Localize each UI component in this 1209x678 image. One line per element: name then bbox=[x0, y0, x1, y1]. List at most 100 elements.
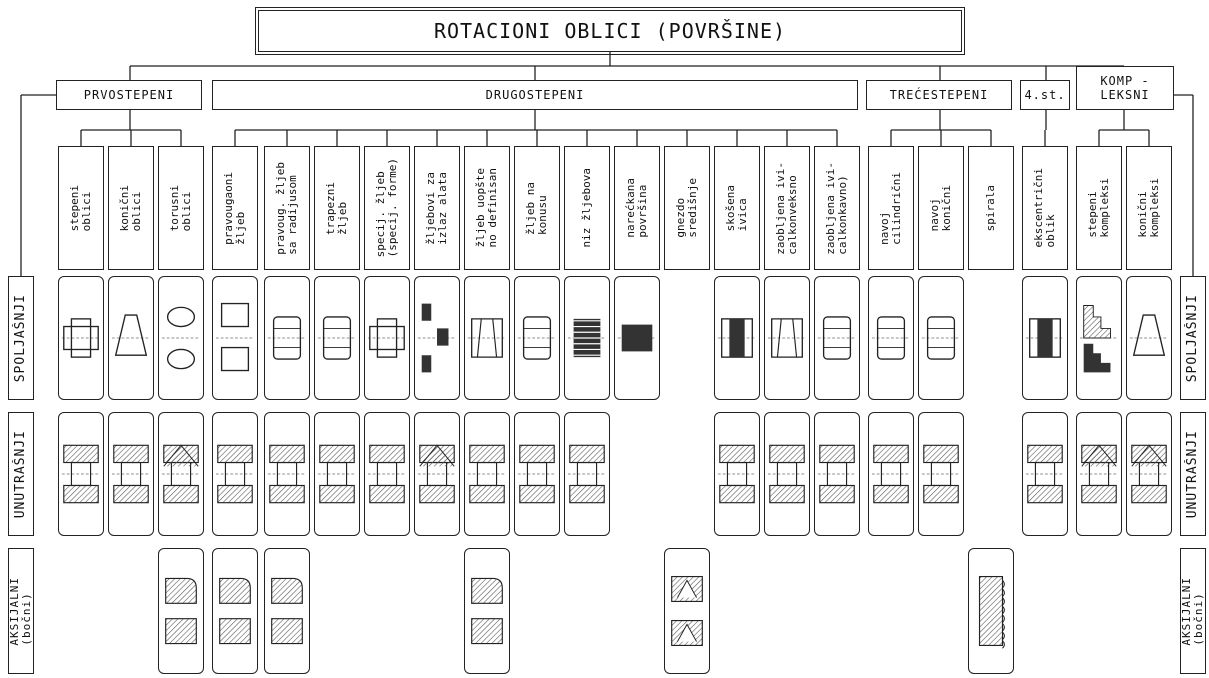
shape-drawing bbox=[565, 413, 609, 535]
shape-cell-aksijalni bbox=[664, 548, 710, 674]
column-header-label: zaobljena ivi- calkonkavno) bbox=[825, 162, 849, 255]
shape-drawing bbox=[365, 277, 409, 399]
column-header-label: stepeni oblici bbox=[69, 185, 93, 231]
shape-drawing bbox=[1127, 277, 1171, 399]
column-header-label: niz žljebova bbox=[581, 168, 593, 247]
shape-drawing bbox=[315, 277, 359, 399]
level-drugostepeni: DRUGOSTEPENI bbox=[212, 80, 858, 110]
shape-cell-spoljasnji bbox=[514, 276, 560, 400]
shape-drawing bbox=[1023, 413, 1067, 535]
column-header-label: navoj konični bbox=[929, 185, 953, 231]
shape-cell-spoljasnji bbox=[564, 276, 610, 400]
row-label-text: UNUTRAŠNJI bbox=[14, 430, 28, 518]
shape-drawing bbox=[265, 277, 309, 399]
column-header-label: žljebovi za izlaz alata bbox=[425, 172, 449, 245]
column-header: stepeni oblici bbox=[58, 146, 104, 270]
shape-cell-aksijalni bbox=[968, 548, 1014, 674]
shape-drawing bbox=[1077, 413, 1121, 535]
column-header: spirala bbox=[968, 146, 1014, 270]
shape-drawing bbox=[109, 413, 153, 535]
shape-cell-unutrasnji bbox=[918, 412, 964, 536]
column-header-label: pravougaoni žljeb bbox=[223, 172, 247, 245]
row-label-spoljasnji-left: SPOLJAŠNJI bbox=[8, 276, 34, 400]
shape-cell-spoljasnji bbox=[158, 276, 204, 400]
shape-drawing bbox=[213, 277, 257, 399]
shape-cell-spoljasnji bbox=[314, 276, 360, 400]
row-label-text: SPOLJAŠNJI bbox=[1186, 294, 1200, 382]
column-header-label: trapezni žljeb bbox=[325, 182, 349, 235]
shape-cell-spoljasnji bbox=[414, 276, 460, 400]
shape-cell-unutrasnji bbox=[314, 412, 360, 536]
shape-cell-unutrasnji bbox=[1126, 412, 1172, 536]
shape-cell-unutrasnji bbox=[264, 412, 310, 536]
shape-drawing bbox=[765, 277, 809, 399]
shape-cell-spoljasnji bbox=[464, 276, 510, 400]
column-header-label: konični kompleksi bbox=[1137, 178, 1161, 238]
column-header: stepeni kompleksi bbox=[1076, 146, 1122, 270]
shape-cell-unutrasnji bbox=[1022, 412, 1068, 536]
diagram-title: ROTACIONI OBLICI (POVRŠINE) bbox=[258, 10, 962, 52]
row-label-spoljasnji-right: SPOLJAŠNJI bbox=[1180, 276, 1206, 400]
column-header: žljebovi za izlaz alata bbox=[414, 146, 460, 270]
shape-drawing bbox=[765, 413, 809, 535]
shape-drawing bbox=[815, 413, 859, 535]
shape-drawing bbox=[615, 277, 659, 399]
row-label-text: UNUTRAŠNJI bbox=[1186, 430, 1200, 518]
shape-cell-spoljasnji bbox=[108, 276, 154, 400]
shape-drawing bbox=[465, 413, 509, 535]
column-header: trapezni žljeb bbox=[314, 146, 360, 270]
shape-cell-aksijalni bbox=[464, 548, 510, 674]
shape-drawing bbox=[265, 413, 309, 535]
shape-cell-unutrasnji bbox=[158, 412, 204, 536]
row-label-aksijalni-right: AKSIJALNI (bočni) bbox=[1180, 548, 1206, 674]
column-header-label: zaobljena ivi- calkonveksno bbox=[775, 162, 799, 255]
column-header-label: spirala bbox=[985, 185, 997, 231]
column-header: niz žljebova bbox=[564, 146, 610, 270]
shape-cell-unutrasnji bbox=[814, 412, 860, 536]
level-cetvrtostepeni: 4.st. bbox=[1020, 80, 1070, 110]
column-header-label: narećkana površina bbox=[625, 178, 649, 238]
shape-drawing bbox=[465, 277, 509, 399]
column-header-label: torusni oblici bbox=[169, 185, 193, 231]
shape-drawing bbox=[919, 277, 963, 399]
shape-drawing bbox=[109, 277, 153, 399]
shape-cell-spoljasnji bbox=[714, 276, 760, 400]
shape-cell-unutrasnji bbox=[364, 412, 410, 536]
shape-drawing bbox=[465, 549, 509, 673]
column-header-label: navoj cilindrični bbox=[879, 172, 903, 245]
row-label-unutrasnji-left: UNUTRAŠNJI bbox=[8, 412, 34, 536]
shape-cell-unutrasnji bbox=[764, 412, 810, 536]
shape-drawing bbox=[815, 277, 859, 399]
shape-drawing bbox=[969, 549, 1013, 673]
shape-drawing bbox=[1077, 277, 1121, 399]
shape-drawing bbox=[159, 413, 203, 535]
column-header-label: gnezdo središnje bbox=[675, 178, 699, 238]
column-header-label: skošena ivica bbox=[725, 185, 749, 231]
column-header: pravougaoni žljeb bbox=[212, 146, 258, 270]
shape-drawing bbox=[265, 549, 309, 673]
column-header: narećkana površina bbox=[614, 146, 660, 270]
column-header: ekscentrični oblik bbox=[1022, 146, 1068, 270]
shape-cell-unutrasnji bbox=[1076, 412, 1122, 536]
column-header-label: žljeb na konusu bbox=[525, 182, 549, 235]
shape-cell-spoljasnji bbox=[1076, 276, 1122, 400]
column-header: specij. žljeb (specij. forme) bbox=[364, 146, 410, 270]
column-header: žljeb na konusu bbox=[514, 146, 560, 270]
shape-drawing bbox=[515, 413, 559, 535]
column-header-label: žljeb uopšte no definisan bbox=[475, 168, 499, 247]
row-label-aksijalni-left: AKSIJALNI (bočni) bbox=[8, 548, 34, 674]
shape-cell-unutrasnji bbox=[212, 412, 258, 536]
level-trecestepeni: TREĆESTEPENI bbox=[866, 80, 1012, 110]
shape-drawing bbox=[415, 277, 459, 399]
shape-cell-spoljasnji bbox=[918, 276, 964, 400]
column-header: pravoug. žljeb sa radijusom bbox=[264, 146, 310, 270]
column-header: torusni oblici bbox=[158, 146, 204, 270]
shape-cell-spoljasnji bbox=[264, 276, 310, 400]
shape-cell-unutrasnji bbox=[464, 412, 510, 536]
column-header-label: stepeni kompleksi bbox=[1087, 178, 1111, 238]
shape-drawing bbox=[365, 413, 409, 535]
column-header-label: specij. žljeb (specij. forme) bbox=[375, 158, 399, 257]
column-header: konični oblici bbox=[108, 146, 154, 270]
shape-cell-unutrasnji bbox=[514, 412, 560, 536]
shape-drawing bbox=[665, 549, 709, 673]
